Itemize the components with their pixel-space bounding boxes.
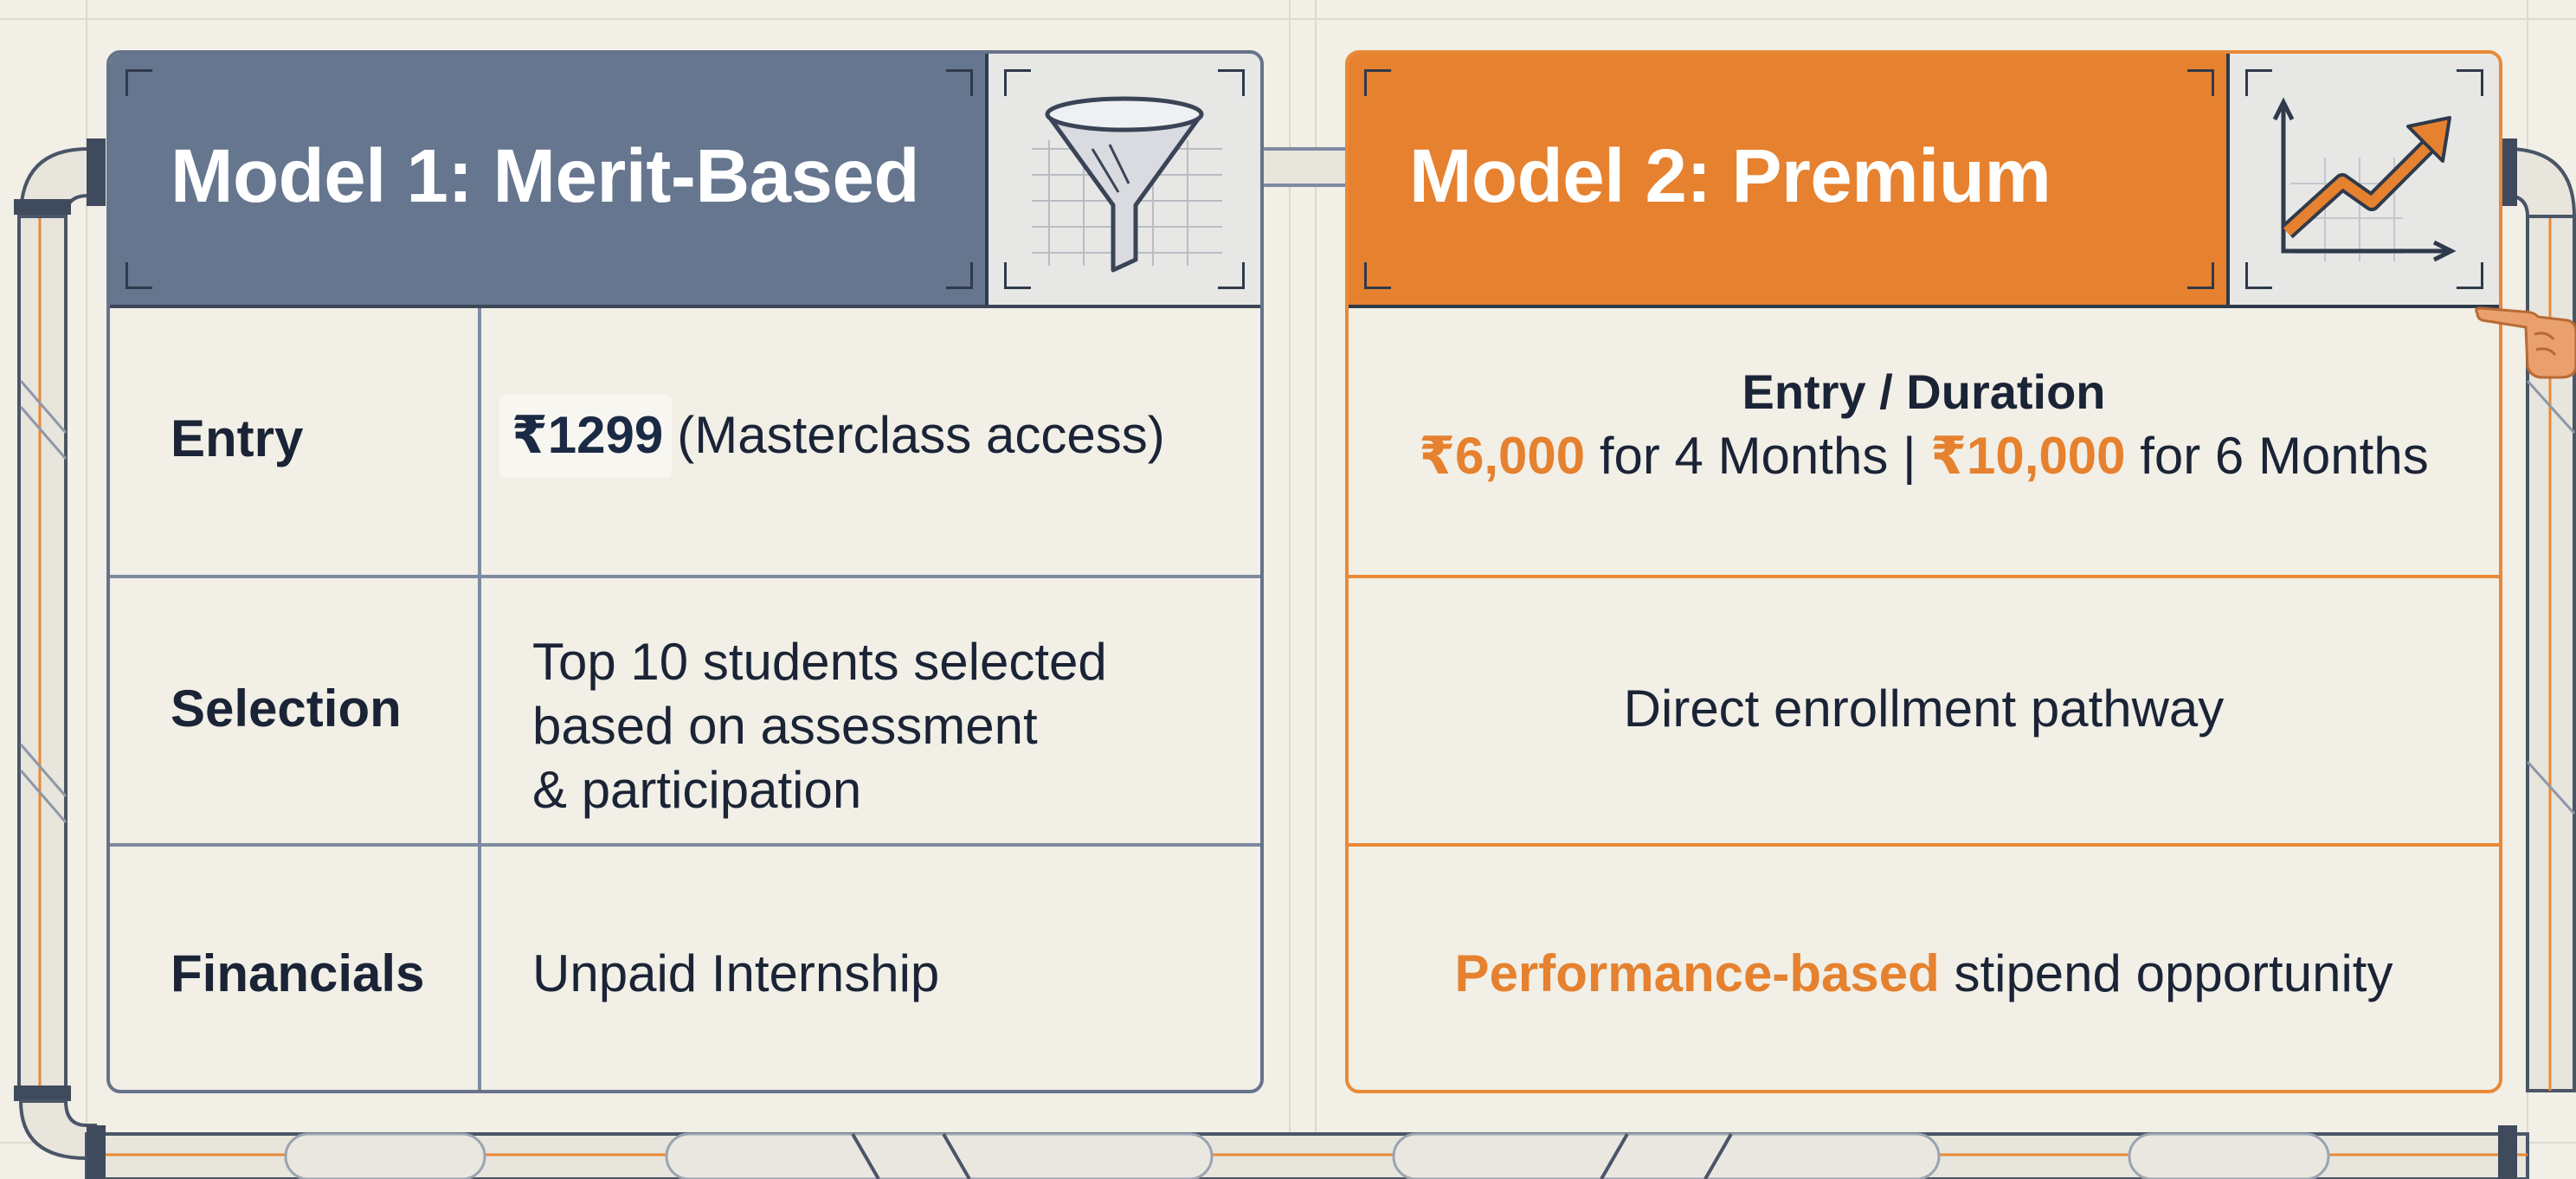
financials-value: Unpaid Internship bbox=[532, 944, 940, 1002]
financials-label: Financials bbox=[171, 944, 425, 1002]
model-2-icon-box bbox=[2226, 54, 2499, 305]
row-divider bbox=[1349, 575, 2499, 578]
corner-mark bbox=[2457, 69, 2483, 96]
header-divider bbox=[1349, 305, 2499, 308]
column-divider bbox=[478, 308, 481, 1090]
header-divider bbox=[110, 305, 1260, 308]
term-4-months: for 4 Months bbox=[1599, 427, 1889, 485]
corner-mark bbox=[2187, 262, 2214, 289]
corner-mark bbox=[946, 262, 973, 289]
corner-mark bbox=[1364, 262, 1391, 289]
price-6-months: ₹10,000 bbox=[1930, 427, 2126, 485]
corner-mark bbox=[126, 262, 152, 289]
financials-value: Performance-based stipend opportunity bbox=[1349, 944, 2499, 1003]
model-1-title: Model 1: Merit-Based bbox=[171, 134, 919, 218]
corner-mark bbox=[2457, 262, 2483, 289]
corner-mark bbox=[1004, 69, 1031, 96]
corner-mark bbox=[2245, 262, 2272, 289]
selection-label: Selection bbox=[171, 680, 402, 738]
growth-chart-icon bbox=[2272, 97, 2457, 262]
selection-line: & participation bbox=[532, 761, 862, 819]
corner-mark bbox=[1218, 69, 1245, 96]
selection-line: Top 10 students selected bbox=[532, 633, 1107, 691]
row-divider bbox=[1349, 843, 2499, 847]
entry-duration-prices: ₹6,000 for 4 Months | ₹10,000 for 6 Mont… bbox=[1349, 426, 2499, 486]
entry-value: ₹1299(Masterclass access) bbox=[499, 395, 1165, 478]
model-1-icon-box bbox=[985, 54, 1260, 305]
model-2-card: Model 2: Premium Entry / Duration ₹6,000… bbox=[1345, 50, 2502, 1093]
corner-mark bbox=[2187, 69, 2214, 96]
row-divider bbox=[110, 575, 1260, 578]
corner-mark bbox=[946, 69, 973, 96]
selection-value: Top 10 students selected based on assess… bbox=[532, 630, 1208, 822]
funnel-icon bbox=[1032, 96, 1222, 273]
model-2-header: Model 2: Premium bbox=[1349, 54, 2230, 305]
financials-rest: stipend opportunity bbox=[1954, 944, 2393, 1002]
model-1-card: Model 1: Merit-Based Entry ₹1299(Masterc… bbox=[106, 50, 1264, 1093]
price-separator: | bbox=[1903, 427, 1916, 485]
selection-line: based on assessment bbox=[532, 697, 1038, 755]
corner-mark bbox=[1364, 69, 1391, 96]
corner-mark bbox=[126, 69, 152, 96]
price-4-months: ₹6,000 bbox=[1419, 427, 1586, 485]
financials-highlight: Performance-based bbox=[1454, 944, 1940, 1002]
entry-price: ₹1299 bbox=[499, 395, 673, 478]
corner-mark bbox=[1004, 262, 1031, 289]
entry-detail: (Masterclass access) bbox=[677, 406, 1165, 464]
entry-duration-heading: Entry / Duration bbox=[1742, 364, 2106, 419]
selection-value: Direct enrollment pathway bbox=[1623, 680, 2225, 738]
corner-mark bbox=[1218, 262, 1245, 289]
corner-mark bbox=[2245, 69, 2272, 96]
entry-label: Entry bbox=[171, 409, 304, 467]
row-divider bbox=[110, 843, 1260, 847]
model-1-header: Model 1: Merit-Based bbox=[110, 54, 989, 305]
model-2-title: Model 2: Premium bbox=[1409, 134, 2051, 218]
term-6-months: for 6 Months bbox=[2140, 427, 2429, 485]
pointing-hand-icon bbox=[2475, 306, 2576, 379]
